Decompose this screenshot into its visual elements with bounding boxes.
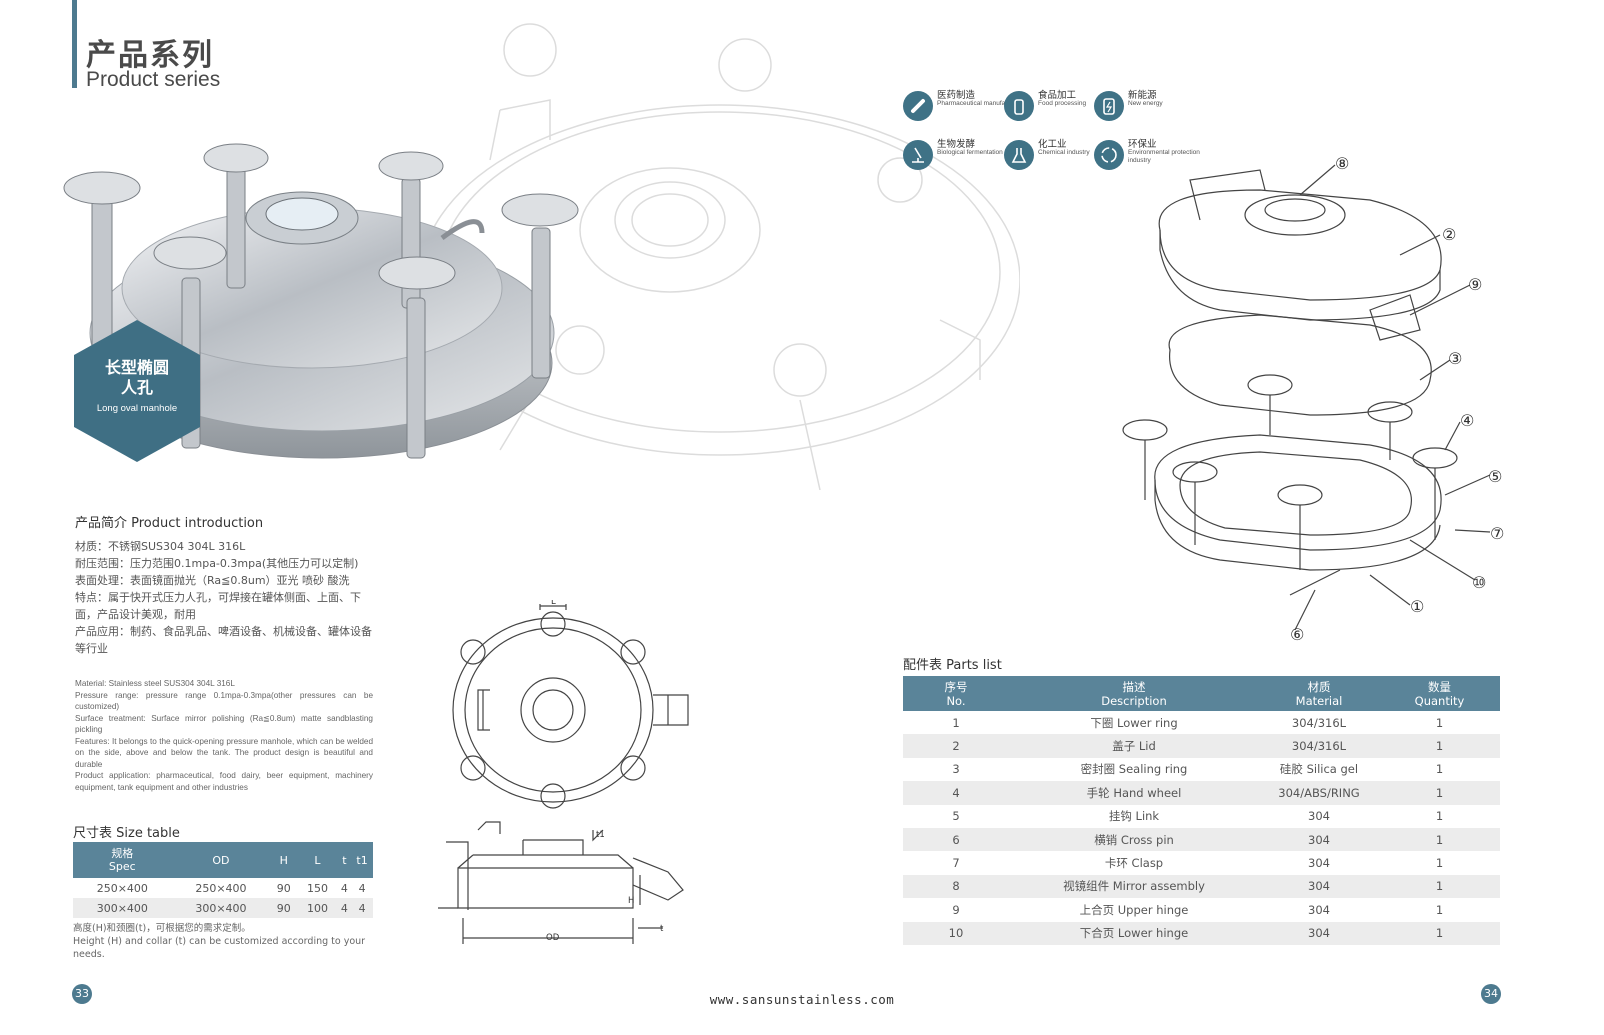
callout-7: ⑦ <box>1490 524 1504 543</box>
exploded-view-drawing: ⑧ ② ⑨ ③ ④ ⑤ ⑦ ⑩ ① ⑥ <box>1122 154 1504 644</box>
badge-line-1: 长型椭圆 <box>104 358 169 377</box>
size-col-t: t <box>337 842 352 878</box>
callout-4: ④ <box>1460 411 1474 430</box>
callout-9: ⑨ <box>1468 275 1482 294</box>
callout-6: ⑥ <box>1290 625 1304 644</box>
recycle-icon <box>1094 140 1124 170</box>
application-environment: 环保业 Environmental protection industry <box>1094 136 1214 176</box>
size-col-t1: t1 <box>351 842 373 878</box>
intro-heading: 产品简介 Product introduction <box>75 516 264 531</box>
callout-5: ⑤ <box>1488 467 1502 486</box>
application-new-energy: 新能源 New energy <box>1094 87 1214 127</box>
size-table-heading: 尺寸表 Size table <box>73 826 180 841</box>
food-bottle-icon <box>1004 91 1034 121</box>
callout-8: ⑧ <box>1335 154 1349 173</box>
battery-icon <box>1094 91 1124 121</box>
medicine-icon <box>903 91 933 121</box>
page-title-en: Product series <box>86 68 221 91</box>
microscope-icon <box>903 140 933 170</box>
callout-1: ① <box>1410 597 1424 616</box>
dim-label-t: t <box>660 924 664 934</box>
product-name-hexagon <box>74 320 200 462</box>
badge-line-2: 人孔 <box>120 378 153 397</box>
size-note: 高度(H)和颈圈(t)，可根据您的需求定制。 Height (H) and co… <box>73 923 366 960</box>
dim-label-h: H <box>628 896 634 906</box>
intro-en: Material: Stainless steel SUS304 304L 31… <box>75 679 373 792</box>
parts-table-heading: 配件表 Parts list <box>903 658 1002 673</box>
title-accent-bar <box>72 0 77 88</box>
callout-2: ② <box>1442 225 1456 244</box>
dim-label-t1: t1 <box>596 830 605 840</box>
dim-label-l: L <box>551 600 556 607</box>
technical-drawings: L t1 H OD t <box>438 600 689 944</box>
badge-name-zh: 长型椭圆 人孔 <box>74 358 200 398</box>
badge-name-en: Long oval manhole <box>96 403 178 414</box>
size-col-h: H <box>270 842 298 878</box>
intro-zh: 材质：不锈钢SUS304 304L 316L 耐压范围：压力范围0.1mpa-0… <box>75 540 372 655</box>
application-food: 食品加工 Food processing <box>1004 87 1124 127</box>
application-bio: 生物发酵 Biological fermentation <box>903 136 1023 176</box>
size-col-od: OD <box>171 842 271 878</box>
application-chemical: 化工业 Chemical industry <box>1004 136 1124 176</box>
page-number-right: 34 <box>1481 984 1501 1004</box>
callout-3: ③ <box>1448 349 1462 368</box>
dim-label-od: OD <box>546 933 560 943</box>
application-pharma: 医药制造 Pharmaceutical manufacturing <box>903 87 1025 127</box>
page-title-zh: 产品系列 <box>86 38 214 73</box>
callout-10: ⑩ <box>1472 573 1486 592</box>
website-url[interactable]: www.sansunstainless.com <box>709 992 895 1007</box>
flask-icon <box>1004 140 1034 170</box>
size-col-l: L <box>297 842 338 878</box>
page-number-left: 33 <box>72 984 92 1004</box>
